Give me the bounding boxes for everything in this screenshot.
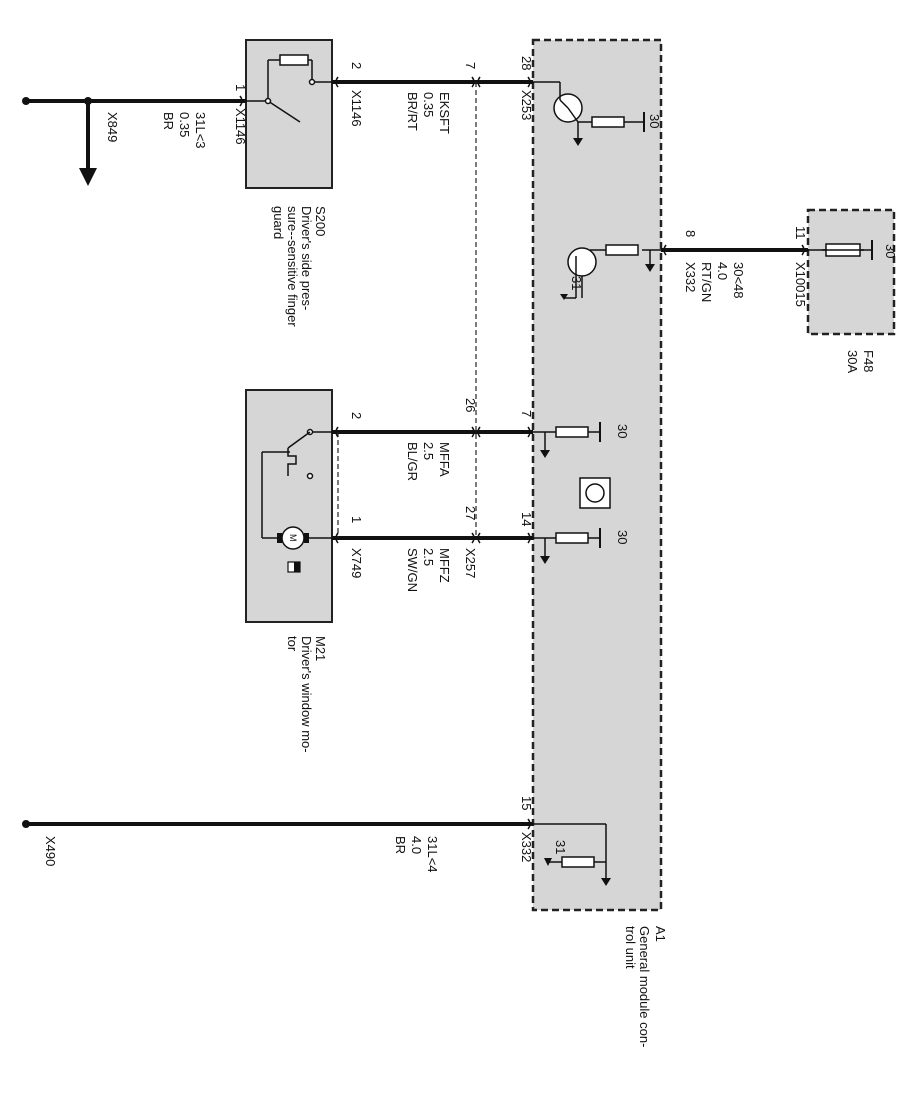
s200-switch-symbol — [246, 54, 332, 123]
mffa-gauge: 2.5 — [421, 442, 436, 460]
pin-markers — [239, 76, 805, 830]
a1-transistor-1 — [533, 81, 645, 140]
m21-box — [245, 389, 333, 623]
a1-center-symbol-inner — [585, 483, 605, 503]
m21-desc-1: Driver's window mo- — [299, 636, 314, 753]
a1-center-symbol — [579, 477, 611, 509]
x849-wire-name: 31L<3 — [193, 112, 208, 149]
a1-ground-2 — [560, 294, 568, 300]
s200-conn-left: X1146 — [233, 108, 248, 145]
m21-motor-label: M — [288, 534, 298, 542]
mffa-color: BL/GR — [405, 442, 420, 481]
x490-gauge: 4.0 — [409, 836, 424, 854]
f48-fuse-icon — [808, 240, 873, 260]
a1-arrow-2 — [645, 264, 655, 272]
mffz-color: SW/GN — [405, 548, 420, 592]
fuse-wire-conn-fuse: X10015 — [793, 262, 808, 307]
a1-term-30-2: 30 — [615, 424, 630, 438]
motor-indicator-fill — [294, 562, 300, 572]
ground-end-bottom — [22, 820, 30, 828]
x849-gauge: 0.35 — [177, 112, 192, 137]
ekseft-gauge: 0.35 — [421, 92, 436, 117]
motor-brush-right — [304, 533, 309, 543]
fuse-wire-pin-a1: 8 — [683, 230, 698, 237]
a1-resistor-pin15 — [533, 823, 607, 880]
m21-ref: M21 — [313, 636, 328, 661]
f48-rating: 30A — [845, 350, 860, 373]
a1-transistor-2 — [564, 244, 661, 299]
fuse-wire-gauge: 4.0 — [715, 262, 730, 280]
a1-arrow-1 — [573, 138, 583, 146]
fuse-wire-pin-fuse: 11 — [793, 226, 808, 240]
ekseft-pin-left: 7 — [463, 62, 478, 69]
a1-resistor-pin7 — [533, 422, 601, 452]
a1-desc-2: trol unit — [623, 926, 638, 969]
ekseft-conn: X253 — [519, 90, 534, 120]
s200-desc-2: sure--sensitive finger — [285, 206, 300, 327]
fuse-wire-conn-a1: X332 — [683, 262, 698, 292]
a1-ground-15 — [601, 878, 611, 886]
a1-ground-15b — [544, 858, 552, 866]
x849-color: BR — [161, 112, 176, 130]
fuse-wire-color: RT/GN — [699, 262, 714, 302]
a1-conn-x332: X332 — [519, 832, 534, 862]
s200-pin-left: 1 — [233, 84, 248, 91]
a1-pin-14: 14 — [519, 512, 534, 526]
m21-desc-2: tor — [285, 636, 300, 652]
s200-desc-3: guard — [271, 206, 286, 239]
x490-conn: X490 — [43, 836, 58, 866]
f48-ref: F48 — [861, 350, 876, 372]
a1-term-30-1: 30 — [647, 114, 662, 128]
fuse-wire-name: 30<48 — [731, 262, 746, 299]
a1-pin-15: 15 — [519, 796, 534, 810]
mffz-conn-mid: X257 — [463, 548, 478, 578]
mffz-name: MFFZ — [437, 548, 452, 583]
x849-conn: X849 — [105, 112, 120, 142]
mffa-pin-mid: 26 — [463, 398, 478, 412]
a1-desc-1: General module con- — [637, 926, 652, 1047]
s200-desc-1: Driver's side pres- — [299, 206, 314, 310]
ground-arrow-head — [79, 168, 97, 186]
a1-resistor-pin14 — [533, 528, 601, 558]
m21-conn: X749 — [349, 548, 364, 578]
ekseft-name: EKSFT — [437, 92, 452, 134]
f48-box — [806, 208, 896, 336]
motor-brush-left — [277, 533, 282, 543]
ekseft-color: BR/RT — [405, 92, 420, 131]
ekseft-pin-right: 28 — [519, 56, 534, 70]
a1-term-30-3: 30 — [615, 530, 630, 544]
a1-ref: A1 — [653, 926, 668, 942]
x490-color: BR — [393, 836, 408, 854]
a1-term-31-2: 31 — [553, 840, 568, 854]
mffz-gauge: 2.5 — [421, 548, 436, 566]
ground-end-left — [22, 97, 30, 105]
a1-arrow-4 — [540, 556, 550, 564]
f48-term: 30 — [883, 244, 898, 258]
x490-name: 31L<4 — [425, 836, 440, 873]
a1-box — [531, 38, 663, 912]
s200-conn-right: X1146 — [349, 90, 364, 127]
a1-arrow-3 — [540, 450, 550, 458]
mffa-name: MFFA — [437, 442, 452, 477]
s200-ref: S200 — [313, 206, 328, 236]
m21-pin-b: 1 — [349, 516, 364, 523]
a1-pin-7: 7 — [519, 410, 534, 417]
m21-pin-a: 2 — [349, 412, 364, 419]
s200-pin-right: 2 — [349, 62, 364, 69]
mffz-pin-mid: 27 — [463, 506, 478, 520]
a1-term-31-1: 31 — [569, 276, 584, 290]
